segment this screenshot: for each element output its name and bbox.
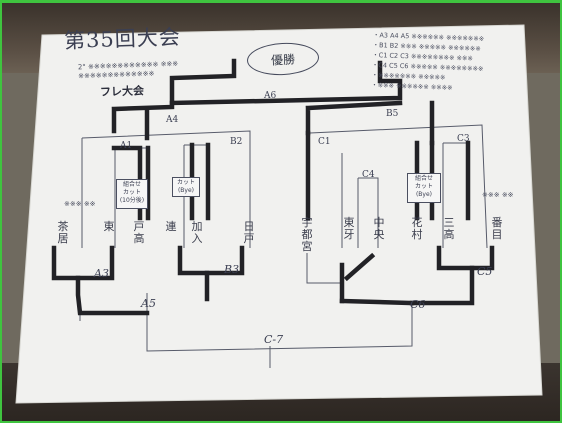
match-label-a4: A4 <box>166 115 178 125</box>
note-box-left-2: カット (Bye) <box>172 177 200 197</box>
team-name: 宇都宮 <box>300 217 314 253</box>
sheet-notes-right: ・A3 A4 A5 ※※※※※※ ※※※※※※※ ・B1 B2 ※※※ ※※※※… <box>371 30 543 96</box>
match-label-final: A6 <box>264 91 276 101</box>
team-name: 茶居 <box>56 221 70 245</box>
match-label-c5: C5 <box>477 265 492 278</box>
seed-note-left: ※※※ ※※ <box>64 200 96 208</box>
match-label-c1: C1 <box>318 137 331 147</box>
team-name: 三高 <box>442 217 456 241</box>
match-label-bottom: C-7 <box>264 333 283 346</box>
team-name: 戸高 <box>132 221 146 245</box>
note-box-left-1: 組合せ カット (10分後) <box>116 179 148 209</box>
note-box-right-1: 組合せ カット (Bye) <box>407 173 441 203</box>
match-label-b3: B3 <box>224 263 239 276</box>
team-name: 日戸 <box>242 221 256 245</box>
team-name: 中央 <box>372 217 386 241</box>
match-label-a3: A3 <box>94 267 109 280</box>
match-label-c4: C4 <box>362 170 375 180</box>
champion-label: 優勝 <box>271 50 296 68</box>
sheet-title: 第35回大会 <box>64 21 182 55</box>
match-label-b2: B2 <box>230 137 242 147</box>
sheet-tag: フレ大会 <box>100 82 145 100</box>
match-label-c3: C3 <box>457 134 470 144</box>
match-label-a5: A5 <box>141 297 156 310</box>
match-label-a1: A1 <box>120 141 132 151</box>
team-name: 花村 <box>410 217 424 241</box>
match-label-b5: B5 <box>386 109 398 119</box>
team-name: 加入 <box>190 221 204 245</box>
team-name: 連 <box>164 221 178 233</box>
seed-note-right: ※※※ ※※ <box>482 191 514 199</box>
match-label-c6: C6 <box>410 298 425 311</box>
team-name: 東牙 <box>342 217 356 241</box>
team-name: 番目 <box>490 217 504 241</box>
team-name: 東 <box>102 221 116 233</box>
